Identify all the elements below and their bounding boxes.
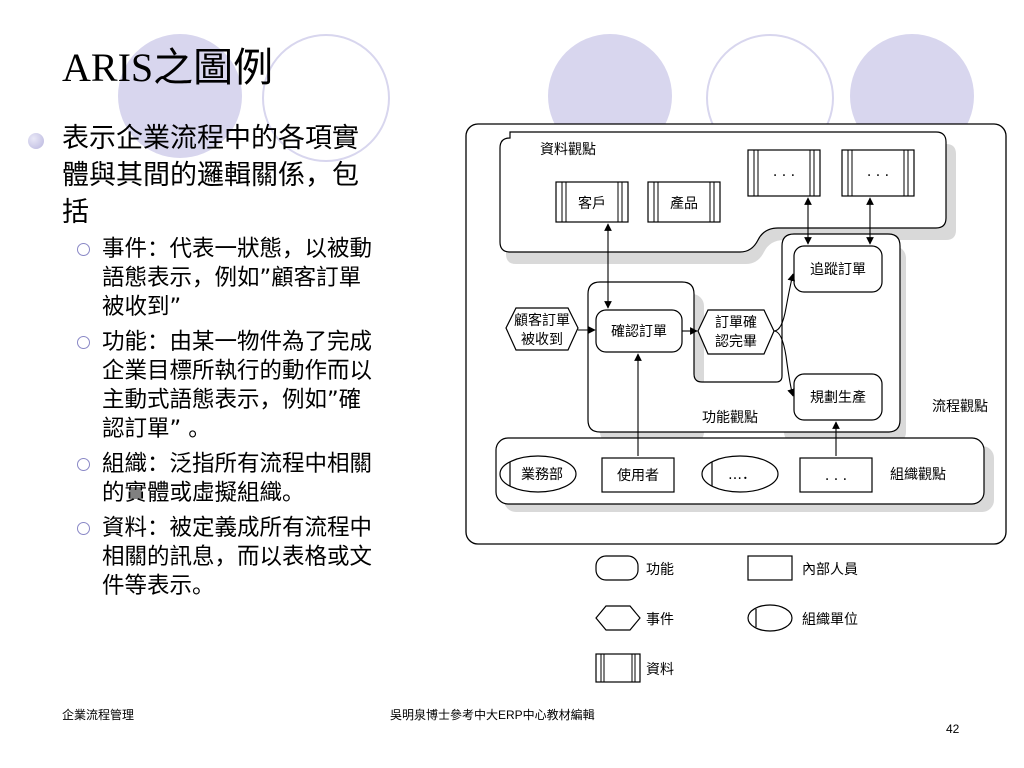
bullet-ring-icon	[77, 458, 90, 471]
sub-bullet-data: 資料：被定義成所有流程中 相關的訊息，而以表格或文 件等表示。	[22, 514, 462, 601]
sub-bullet-line: 相關的訊息，而以表格或文	[102, 544, 373, 570]
event-order-received-line2: 被收到	[521, 332, 563, 348]
sub-bullet-line: 認訂單” 。	[102, 416, 211, 442]
sub-bullet-function: 功能：由某一物件為了完成 企業目標所執行的動作而以 主動式語態表示，例如”確 認…	[22, 328, 462, 444]
sub-bullet-organization: 組織：泛指所有流程中相關 的實體或虛擬組織。	[22, 450, 462, 508]
bullet-ring-icon	[77, 522, 90, 535]
bullet-ring-icon	[77, 243, 90, 256]
sub-bullet-line: 組織：泛指所有流程中相關	[102, 451, 373, 477]
legend-function: 功能	[595, 555, 674, 581]
org-unit-dots-label: …．	[728, 467, 756, 483]
legend-org-unit-label: 組織單位	[802, 612, 858, 628]
connectors	[578, 197, 874, 456]
org-sales-dept: 業務部	[499, 455, 577, 493]
legend-function-label: 功能	[646, 562, 674, 578]
function-track-order: 追蹤訂單	[793, 245, 883, 293]
legend-internal-staff-label: 內部人員	[802, 562, 858, 578]
legend-internal-staff: 內部人員	[747, 555, 858, 581]
legend-event: 事件	[595, 605, 674, 631]
bullet-ring-icon	[77, 336, 90, 349]
legend-org-unit: 組織單位	[747, 604, 858, 632]
event-order-received-line1: 顧客訂單	[514, 312, 570, 329]
sub-bullet-line: 事件：代表一狀態，以被動	[102, 236, 373, 262]
bullet-main-line: 表示企業流程中的各項實	[62, 123, 359, 154]
page-number: 42	[946, 722, 960, 736]
org-sales-label: 業務部	[521, 467, 563, 483]
event-order-confirmed-line2: 認完畢	[715, 334, 757, 350]
legend-data-label: 資料	[646, 662, 674, 678]
data-product-box: 產品	[647, 181, 721, 223]
org-unit-dots: …．	[701, 455, 779, 493]
function-confirm-order: 確認訂單	[595, 309, 683, 353]
data-dots-box-1: . . .	[747, 149, 821, 197]
data-product-label: 產品	[670, 195, 698, 212]
event-order-received: 顧客訂單 被收到	[505, 307, 579, 351]
sub-bullet-line: 資料：被定義成所有流程中	[102, 515, 373, 541]
aris-diagram: 資料觀點 客戶 產品 . . . . . . 功能觀點	[465, 123, 1007, 683]
function-plan-production: 規劃生產	[793, 373, 883, 421]
sub-bullet-line: 企業目標所執行的動作而以	[102, 358, 373, 384]
org-user: 使用者	[601, 457, 675, 493]
org-view-label: 組織觀點	[890, 467, 946, 483]
function-plan-production-label: 規劃生產	[810, 389, 866, 406]
sub-bullet-line: 主動式語態表示，例如”確	[102, 387, 362, 413]
process-view-label: 流程觀點	[932, 399, 988, 415]
slide-title: ARIS之圖例	[62, 45, 274, 90]
function-confirm-order-label: 確認訂單	[611, 324, 667, 340]
sub-bullet-line: 被收到”	[102, 294, 182, 320]
event-order-confirmed-line1: 訂單確	[715, 315, 757, 331]
footer-center: 吳明泉博士參考中大ERP中心教材編輯	[390, 708, 595, 722]
sub-bullet-line: 語態表示，例如”顧客訂單	[102, 265, 362, 291]
org-staff-dots-label: . . .	[825, 468, 847, 484]
bullet-main-line: 括	[62, 197, 89, 228]
sub-bullet-line: 的實體或虛擬組織。	[102, 480, 305, 506]
data-dots-label-1: . . .	[773, 164, 795, 180]
data-customer-label: 客戶	[578, 195, 606, 212]
bullet-main: 表示企業流程中的各項實 體與其間的邏輯關係，包 括	[22, 120, 462, 231]
sub-bullet-line: 件等表示。	[102, 573, 215, 599]
data-customer-box: 客戶	[555, 181, 629, 223]
data-view-label: 資料觀點	[540, 142, 596, 158]
legend: 功能 內部人員 事件 組織單位 資料	[595, 555, 858, 683]
function-track-order-label: 追蹤訂單	[810, 262, 866, 278]
sub-bullet-line: 功能：由某一物件為了完成	[102, 329, 373, 355]
org-user-label: 使用者	[617, 467, 659, 484]
legend-event-label: 事件	[646, 612, 674, 628]
decorative-circle-1	[118, 34, 242, 158]
bullet-list: 表示企業流程中的各項實 體與其間的邏輯關係，包 括 事件：代表一狀態，以被動 語…	[22, 120, 462, 601]
decorative-circle-2	[262, 34, 390, 162]
bullet-dot-icon	[28, 133, 44, 149]
legend-data: 資料	[595, 653, 674, 683]
footer-left: 企業流程管理	[62, 708, 135, 722]
bullet-main-line: 體與其間的邏輯關係，包	[62, 160, 359, 191]
event-order-confirmed: 訂單確 認完畢	[697, 309, 775, 355]
data-dots-box-2: . . .	[841, 149, 915, 197]
org-staff-dots: . . .	[799, 457, 873, 493]
data-dots-label-2: . . .	[867, 164, 889, 180]
function-view-label: 功能觀點	[702, 410, 758, 426]
sub-bullet-event: 事件：代表一狀態，以被動 語態表示，例如”顧客訂單 被收到”	[22, 235, 462, 322]
